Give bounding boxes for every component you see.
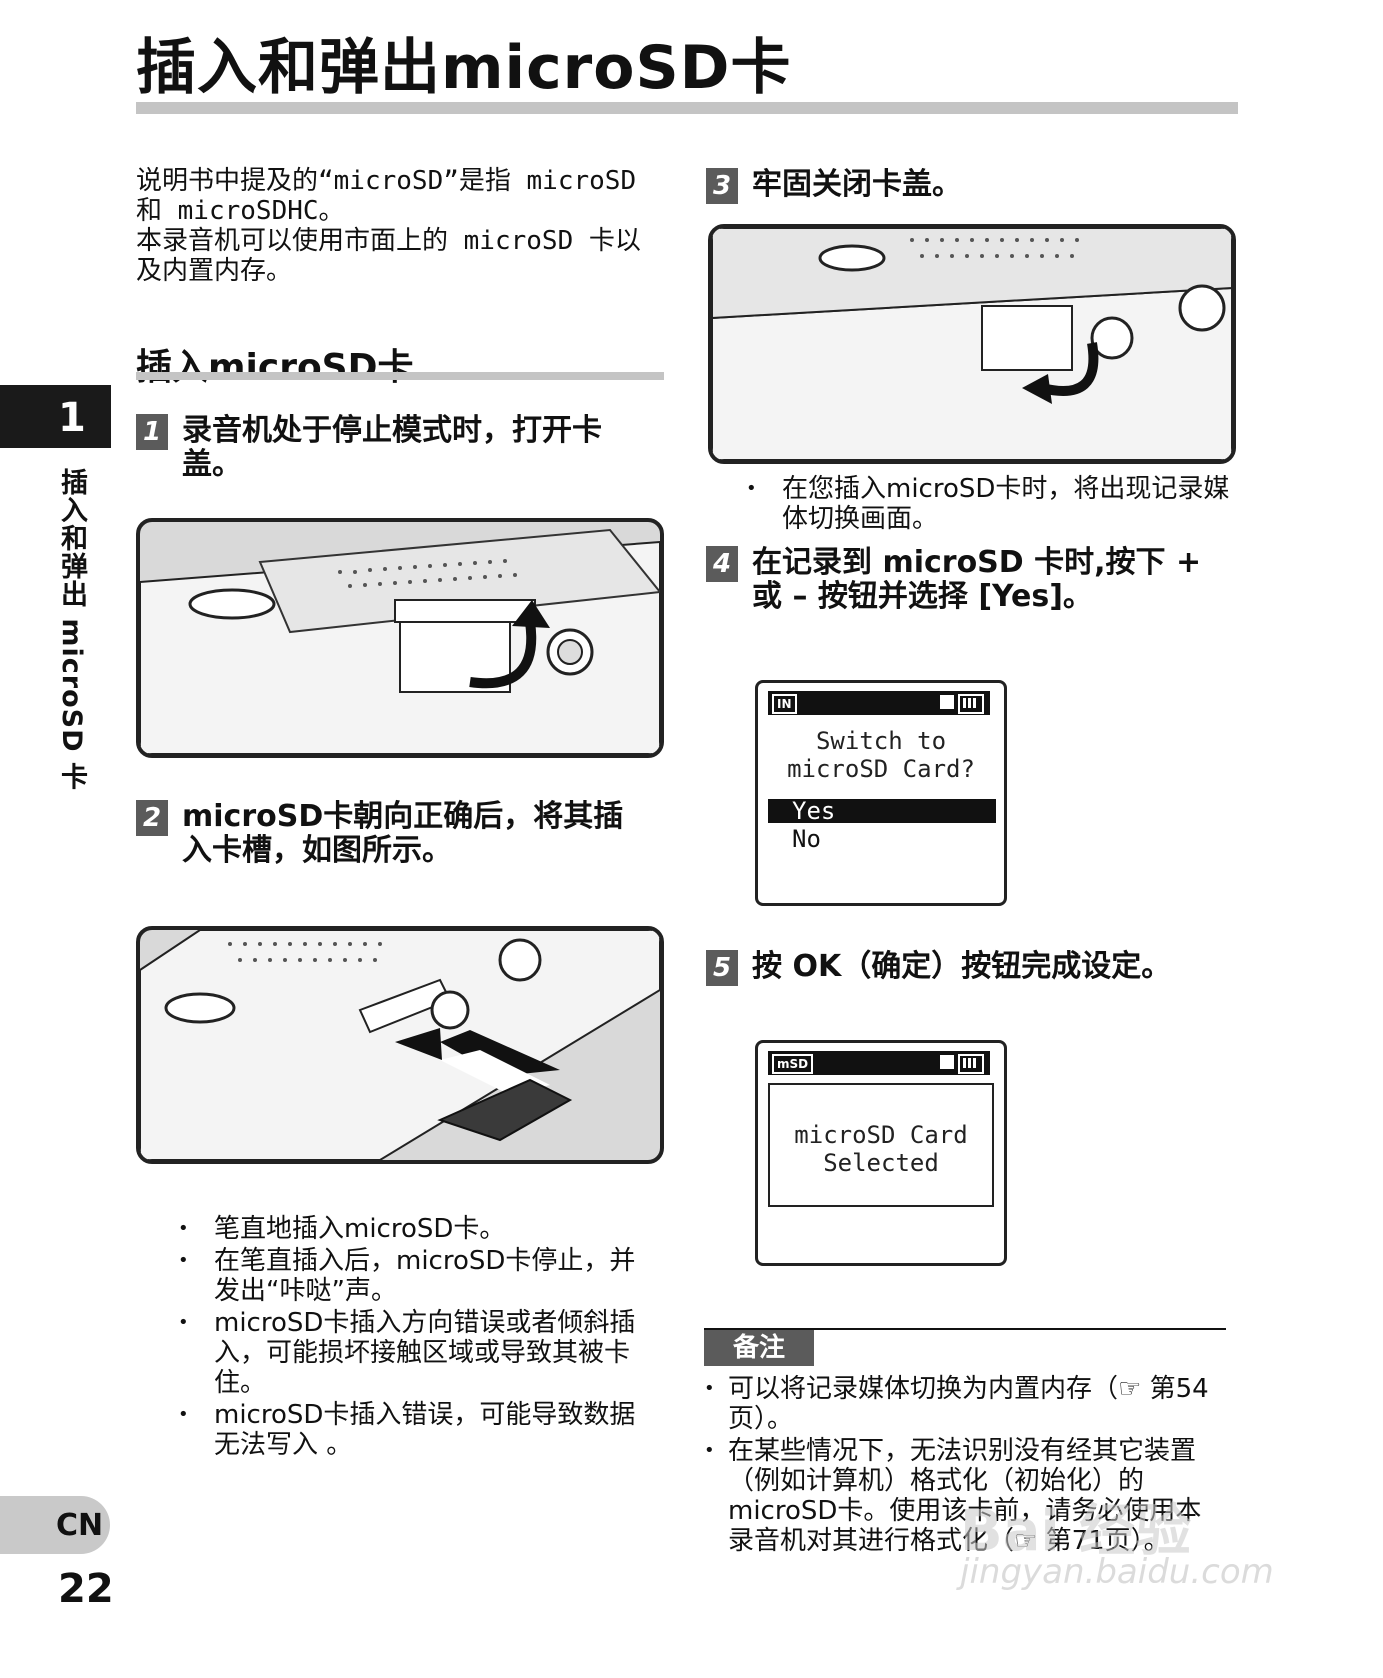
step-number-badge: 4	[706, 546, 738, 582]
intro-paragraph: 说明书中提及的“microSD”是指 microSD 和 microSDHC。 …	[136, 166, 656, 286]
lcd-message: microSD Card Selected	[758, 1121, 1004, 1177]
step-3-bullets: 在您插入microSD卡时，将出现记录媒体切换画面。	[746, 474, 1236, 536]
step-number-badge: 5	[706, 950, 738, 986]
step-text: 按 OK（确定）按钮完成设定。	[752, 949, 1172, 984]
section-rule	[136, 372, 664, 380]
list-item: microSD卡插入错误，可能导致数据无法写入 。	[178, 1400, 658, 1460]
note-label: 备注	[704, 1330, 814, 1366]
step-text: 牢固关闭卡盖。	[752, 167, 962, 202]
watermark-url: jingyan.baidu.com	[960, 1552, 1274, 1592]
lcd-message-line: Selected	[823, 1149, 939, 1177]
language-code: CN	[56, 1508, 104, 1543]
section-heading: 插入microSD卡	[136, 347, 414, 388]
intro-line: 及内置内存。	[136, 256, 293, 286]
list-item: 在某些情况下，无法识别没有经其它装置（例如计算机）格式化（初始化）的microS…	[704, 1436, 1224, 1556]
stop-icon	[940, 1055, 954, 1069]
lcd-option-yes: Yes	[792, 797, 836, 825]
step-text: 在记录到 microSD 卡时,按下 + 或 – 按钮并选择 [Yes]。	[752, 545, 1202, 614]
step-number-badge: 2	[136, 800, 168, 836]
intro-line: 本录音机可以使用市面上的 microSD 卡以	[136, 226, 641, 256]
lcd-screen-switch-prompt: IN Switch to microSD Card? Yes No	[755, 680, 1007, 906]
step-text: 录音机处于停止模式时，打开卡盖。	[182, 413, 602, 482]
step-3: 3 牢固关闭卡盖。	[706, 168, 1236, 204]
lcd-screen-card-selected: mSD microSD Card Selected	[755, 1040, 1007, 1266]
page-title: 插入和弹出microSD卡	[136, 33, 792, 103]
title-rule	[136, 102, 1238, 114]
list-item: 可以将记录媒体切换为内置内存（☞ 第54页）。	[704, 1374, 1224, 1434]
illustration-close-cover	[708, 224, 1236, 464]
lcd-prompt-line: microSD Card?	[787, 755, 975, 783]
lcd-prompt-line: Switch to	[815, 727, 947, 755]
chapter-vertical-label: 插入和弹出 microSD 卡	[56, 468, 87, 791]
lcd-message-line: microSD Card	[794, 1121, 968, 1149]
illustration-open-cover	[136, 518, 664, 758]
step-4: 4 在记录到 microSD 卡时,按下 + 或 – 按钮并选择 [Yes]。	[706, 546, 1236, 614]
intro-line: 和 microSDHC。	[136, 196, 345, 226]
lcd-status-bar: IN	[768, 691, 990, 715]
note-rule	[704, 1328, 1226, 1330]
lcd-selection-highlight	[768, 799, 996, 823]
lcd-prompt: Switch to microSD Card?	[758, 727, 1004, 783]
step-2-bullets: 笔直地插入microSD卡。 在笔直插入后，microSD卡停止，并发出“咔哒”…	[178, 1214, 658, 1462]
memory-badge-icon: mSD	[772, 1054, 814, 1074]
list-item: 在您插入microSD卡时，将出现记录媒体切换画面。	[746, 474, 1236, 534]
watermark-logo: Bai 经验	[960, 1499, 1192, 1564]
lcd-message-box	[768, 1083, 994, 1207]
step-number-badge: 3	[706, 168, 738, 204]
stop-icon	[940, 695, 954, 709]
step-5: 5 按 OK（确定）按钮完成设定。	[706, 950, 1236, 986]
battery-icon	[958, 1054, 984, 1074]
list-item: microSD卡插入方向错误或者倾斜插入，可能损坏接触区域或导致其被卡住。	[178, 1308, 658, 1398]
chapter-tab	[0, 385, 111, 448]
step-1: 1 录音机处于停止模式时，打开卡盖。	[136, 414, 656, 482]
list-item: 笔直地插入microSD卡。	[178, 1214, 658, 1244]
battery-icon	[958, 694, 984, 714]
lcd-option-no: No	[792, 825, 821, 853]
list-item: 在笔直插入后，microSD卡停止，并发出“咔哒”声。	[178, 1246, 658, 1306]
language-pill	[0, 1496, 110, 1554]
step-2: 2 microSD卡朝向正确后，将其插入卡槽，如图所示。	[136, 800, 656, 868]
lcd-status-bar: mSD	[768, 1051, 990, 1075]
chapter-number: 1	[58, 395, 86, 441]
note-list: 可以将记录媒体切换为内置内存（☞ 第54页）。 在某些情况下，无法识别没有经其它…	[704, 1374, 1224, 1558]
memory-badge-icon: IN	[772, 694, 797, 714]
step-number-badge: 1	[136, 414, 168, 450]
illustration-insert-card	[136, 926, 664, 1164]
page-number: 22	[58, 1566, 114, 1612]
intro-line: 说明书中提及的“microSD”是指 microSD	[136, 166, 637, 196]
step-text: microSD卡朝向正确后，将其插入卡槽，如图所示。	[182, 799, 624, 868]
